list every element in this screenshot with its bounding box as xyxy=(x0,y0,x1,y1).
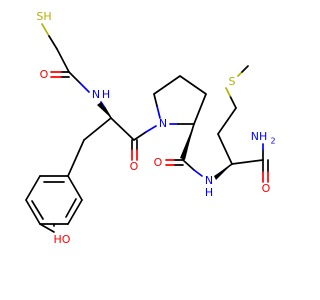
wedge-pro-carbonyl xyxy=(180,124,194,160)
amide-nitrogen-1: N xyxy=(92,88,100,101)
amide-nitrogen-2: N xyxy=(205,174,213,187)
bond-met-s-ce-b xyxy=(241,65,249,73)
bond-layer xyxy=(25,23,269,233)
bond-met-ca-carbonyl4 xyxy=(231,159,264,165)
bond-calpha-ch2 xyxy=(83,117,112,141)
amide-nitrogen-1-h: H xyxy=(102,88,110,101)
amide-oxygen-1: O xyxy=(40,68,49,81)
bond-carbonyl2-npro-b xyxy=(145,125,157,133)
bond-n-calpha-a xyxy=(100,101,106,109)
bond-s-ch2-c xyxy=(48,35,58,50)
bond-carbonyl3-nh-b xyxy=(193,169,203,177)
bond-ring-inner-3 xyxy=(65,198,77,218)
bond-pro-c4-c3 xyxy=(179,75,207,95)
bond-met-cb-cg xyxy=(217,107,237,135)
thioether-sulfur: S xyxy=(229,75,236,88)
atom-label-layer: SH O N H HO O N O N H S NH 2 O xyxy=(36,10,275,246)
thiol-label: SH xyxy=(36,10,51,23)
bond-ring-5 xyxy=(67,199,83,225)
bond-ring-2 xyxy=(25,175,41,201)
terminal-amine-subscript: 2 xyxy=(270,137,275,146)
bond-calpha-carbonyl2 xyxy=(110,117,135,141)
bond-carbonyl3-nh xyxy=(182,159,195,171)
bond-pro-n-c5b xyxy=(153,93,158,107)
structure-diagram: SH O N H HO O N O N H S NH 2 O xyxy=(25,10,276,246)
bond-ring-inner-2 xyxy=(31,200,44,220)
amide-nitrogen-2-h: H xyxy=(205,186,213,199)
bond-met-cg-s-b xyxy=(225,87,231,97)
bond-ch2-ring xyxy=(67,139,85,177)
amide-oxygen-3: O xyxy=(154,156,163,169)
terminal-amine: NH xyxy=(251,130,268,143)
proline-nitrogen: N xyxy=(159,117,167,130)
bond-carbonyl1-n xyxy=(68,71,81,84)
bond-met-ca-cb xyxy=(217,133,233,165)
bond-pro-c3-c2 xyxy=(193,93,207,125)
bond-met-cg-s-a xyxy=(229,95,237,109)
wedge-met-nh xyxy=(214,164,232,180)
bond-pro-c5-c4 xyxy=(153,75,181,95)
wedge-tyr-nh xyxy=(97,102,111,118)
terminal-oxygen: O xyxy=(262,182,271,195)
bond-pro-n-c5a xyxy=(156,105,161,119)
stereo-layer xyxy=(97,102,232,180)
bond-ring-3 xyxy=(25,199,41,225)
bond-n-calpha-b xyxy=(104,107,112,119)
bond-ring-6 xyxy=(67,175,83,201)
bond-carbonyl1-n-b xyxy=(79,82,90,93)
amide-oxygen-2: O xyxy=(130,160,139,173)
bond-carbonyl2-npro xyxy=(133,131,147,141)
phenol-oxygen: HO xyxy=(54,233,71,246)
bond-ch2-carbonyl xyxy=(56,48,70,73)
bond-met-s-ce-a xyxy=(237,71,243,77)
bond-s-ch2 xyxy=(41,23,50,37)
bond-ring-oh xyxy=(39,223,55,233)
